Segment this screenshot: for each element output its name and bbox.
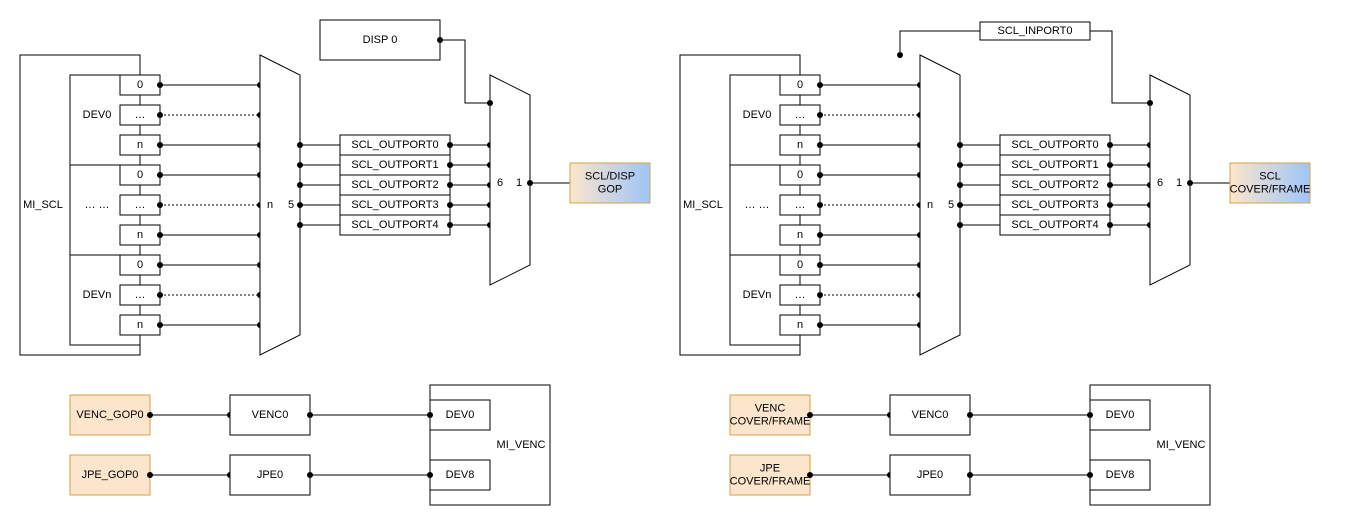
right-mux-1 <box>919 54 961 356</box>
left-disp-label: DISP 0 <box>363 34 398 46</box>
right-outport-label-3: SCL_OUTPORT3 <box>1011 199 1098 211</box>
right-target-label: COVER/FRAME <box>1230 184 1311 196</box>
right-dev-label-0: DEV0 <box>743 109 772 121</box>
left-outport-label-2: SCL_OUTPORT2 <box>351 179 438 191</box>
right-dev-port-label: n <box>797 139 803 151</box>
right-venc-src-box <box>729 394 811 436</box>
left-jpe-box <box>229 454 311 496</box>
left-jpe-src-box <box>69 454 151 496</box>
junction-dot <box>427 472 433 478</box>
right-dev-port-label: … <box>795 109 806 121</box>
right-mux-2 <box>1149 74 1191 286</box>
right-jpe-box <box>889 454 971 496</box>
right-jpe-src-label: COVER/FRAME <box>730 476 811 488</box>
right-dev-port-label: 0 <box>797 79 803 91</box>
left-target-box <box>569 162 651 204</box>
right-dev-label-1: … … <box>744 199 769 211</box>
connector-line <box>1090 30 1150 104</box>
left-mi-venc-label: MI_VENC <box>497 439 546 451</box>
left-venc-label: VENC0 <box>252 409 289 421</box>
left-jpe-src-label: JPE_GOP0 <box>82 469 139 481</box>
connector-line <box>899 30 980 55</box>
right-mi-venc-label: MI_VENC <box>1157 439 1206 451</box>
right-venc-label: VENC0 <box>912 409 949 421</box>
right-dev-port-label: … <box>795 289 806 301</box>
right-target-box <box>1229 162 1311 204</box>
right-mux-2-out-label: 1 <box>1176 177 1182 189</box>
left-dev-label-2: DEVn <box>83 289 112 301</box>
left-venc-src-box <box>69 394 151 436</box>
right-venc-dev8-label: DEV8 <box>1106 469 1135 481</box>
left-mux-1 <box>259 54 301 356</box>
left-dev-port-label: 0 <box>137 259 143 271</box>
junction-dot <box>1087 412 1093 418</box>
left-dev-port-label: … <box>135 199 146 211</box>
right-dev-port-label: … <box>795 199 806 211</box>
left-dev-port-label: n <box>137 139 143 151</box>
left-venc-box <box>229 394 311 436</box>
junction-dot <box>427 412 433 418</box>
right-outport-label-4: SCL_OUTPORT4 <box>1011 219 1098 231</box>
right-jpe-src-label: JPE <box>760 463 780 475</box>
left-target-label: SCL/DISP <box>585 171 635 183</box>
right-inport-label: SCL_INPORT0 <box>998 25 1073 37</box>
connector-line <box>440 39 490 104</box>
right-dev-port-label: 0 <box>797 259 803 271</box>
junction-dot <box>1147 100 1153 106</box>
left-jpe-label: JPE0 <box>257 469 283 481</box>
right-venc-src-label: VENC <box>755 403 786 415</box>
left-mux-2-out-label: 1 <box>516 177 522 189</box>
junction-dot <box>1087 472 1093 478</box>
left-dev-port-label: … <box>135 289 146 301</box>
right-mux-2-in-label: 6 <box>1157 177 1163 189</box>
left-dev-port-label: … <box>135 109 146 121</box>
left-mux-2-in-label: 6 <box>497 177 503 189</box>
right-jpe-src-box <box>729 454 811 496</box>
left-dev-label-1: … … <box>84 199 109 211</box>
right-outport-label-0: SCL_OUTPORT0 <box>1011 139 1098 151</box>
left-dev-port-label: n <box>137 229 143 241</box>
right-dev-port-label: n <box>797 229 803 241</box>
left-mux-2 <box>489 74 531 286</box>
left-mux-1-out-label: 5 <box>288 199 294 211</box>
right-venc-dev0-label: DEV0 <box>1106 409 1135 421</box>
left-outport-label-4: SCL_OUTPORT4 <box>351 219 438 231</box>
left-dev-port-label: n <box>137 319 143 331</box>
left-target-label: GOP <box>598 184 622 196</box>
left-outport-label-3: SCL_OUTPORT3 <box>351 199 438 211</box>
right-mux-1-in-label: n <box>927 199 933 211</box>
left-dev-port-label: 0 <box>137 169 143 181</box>
left-outport-label-0: SCL_OUTPORT0 <box>351 139 438 151</box>
right-target-label: SCL <box>1259 171 1280 183</box>
right-dev-label-2: DEVn <box>743 289 772 301</box>
right-venc-dev0-box <box>1089 399 1151 431</box>
left-venc-dev8-label: DEV8 <box>446 469 475 481</box>
left-venc-dev8-box <box>429 459 491 491</box>
left-dev-port-label: 0 <box>137 79 143 91</box>
right-venc-src-label: COVER/FRAME <box>730 416 811 428</box>
right-mi-scl-label: MI_SCL <box>683 199 723 211</box>
right-outport-label-1: SCL_OUTPORT1 <box>1011 159 1098 171</box>
left-venc-dev0-label: DEV0 <box>446 409 475 421</box>
left-mux-1-in-label: n <box>267 199 273 211</box>
left-disp-box <box>319 19 441 61</box>
left-outport-label-1: SCL_OUTPORT1 <box>351 159 438 171</box>
right-dev-port-label: n <box>797 319 803 331</box>
right-jpe-label: JPE0 <box>917 469 943 481</box>
right-outport-label-2: SCL_OUTPORT2 <box>1011 179 1098 191</box>
left-venc-src-label: VENC_GOP0 <box>76 409 143 421</box>
left-dev-label-0: DEV0 <box>83 109 112 121</box>
right-dev-port-label: 0 <box>797 169 803 181</box>
junction-dot <box>487 100 493 106</box>
left-mi-scl-label: MI_SCL <box>23 199 63 211</box>
right-mux-1-out-label: 5 <box>948 199 954 211</box>
